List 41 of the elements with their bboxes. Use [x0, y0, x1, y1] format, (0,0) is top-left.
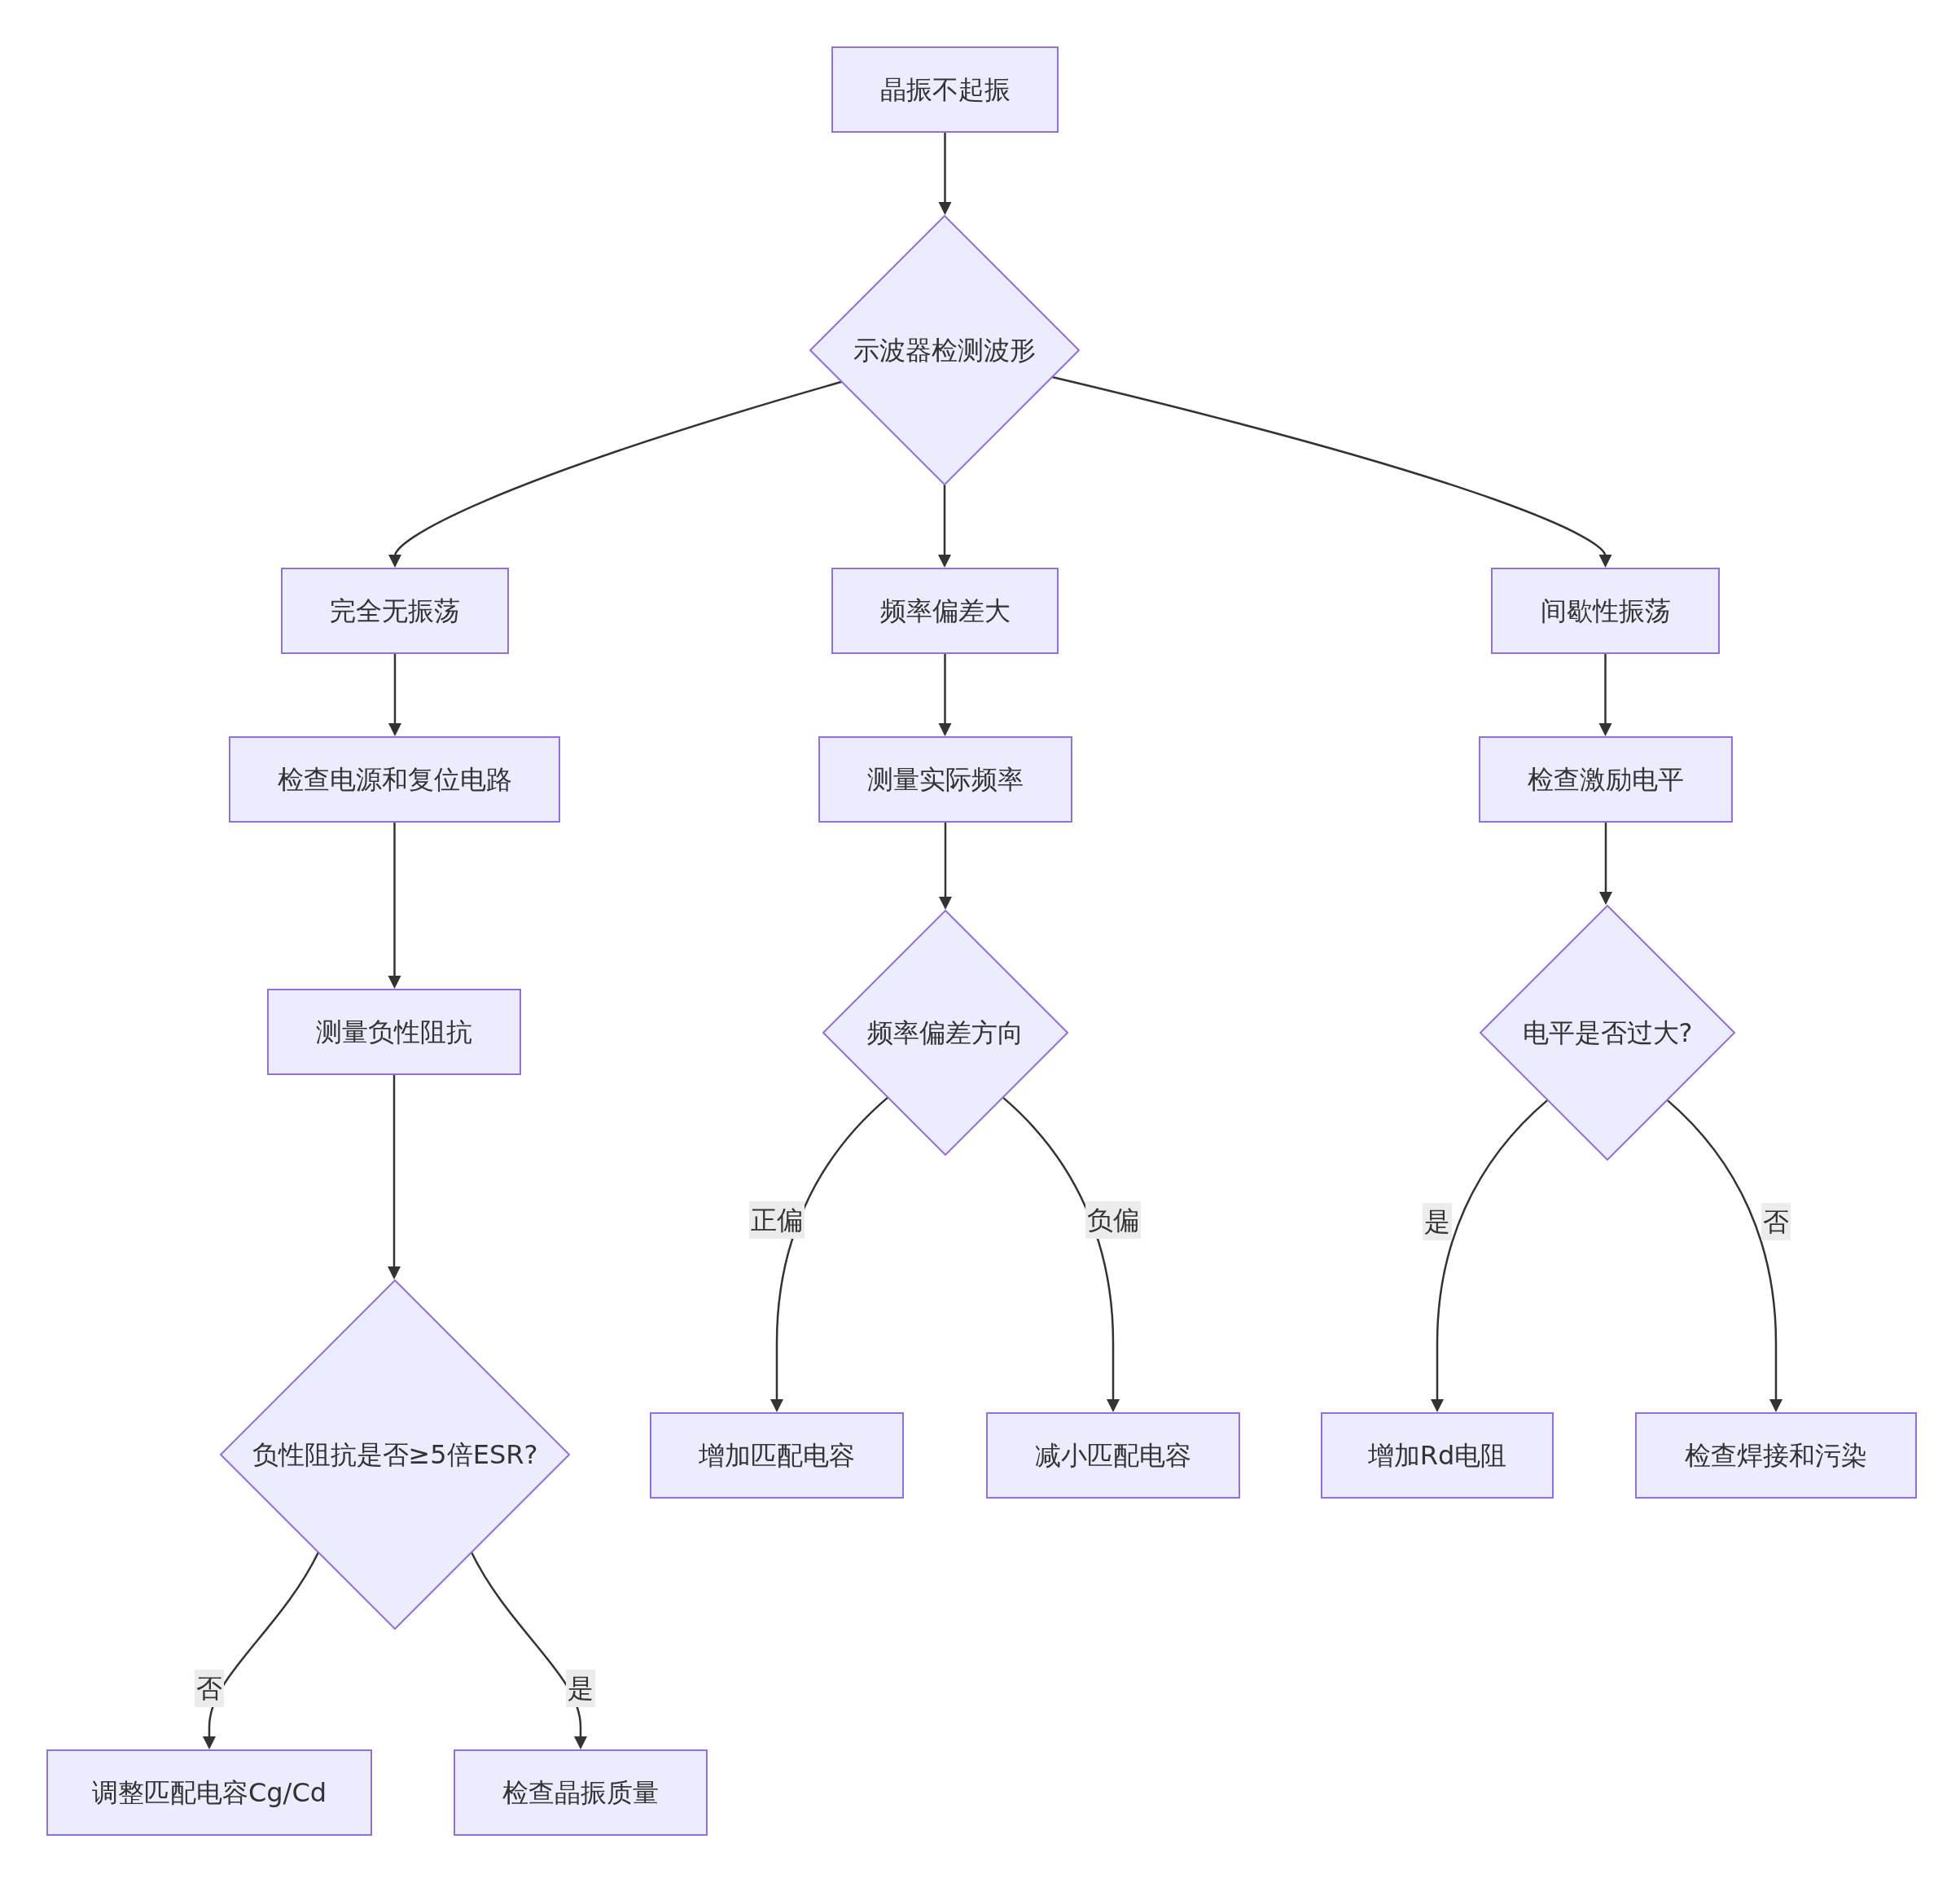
edge-label: 是 [566, 1669, 595, 1707]
process-box: 增加Rd电阻 [1321, 1412, 1554, 1499]
process-box: 减小匹配电容 [986, 1412, 1240, 1499]
process-box: 测量负性阻抗 [267, 989, 521, 1075]
arrow [1665, 1099, 1782, 1412]
arrow [1431, 1099, 1550, 1412]
arrow [388, 653, 401, 736]
arrow [938, 485, 951, 568]
process-box: 增加匹配电容 [650, 1412, 904, 1499]
decision-diamond: 负性阻抗是否≥5倍ESR? [220, 1279, 570, 1630]
process-box: 检查焊接和污染 [1635, 1412, 1917, 1499]
process-box: 调整匹配电容Cg/Cd [46, 1749, 372, 1836]
arrow [1002, 1096, 1120, 1412]
process-box: 晶振不起振 [831, 46, 1059, 133]
arrow [770, 1096, 889, 1412]
process-box: 测量实际频率 [818, 736, 1072, 823]
process-box: 检查晶振质量 [454, 1749, 708, 1836]
arrow [388, 822, 401, 989]
process-box: 频率偏差大 [831, 568, 1059, 654]
edge-label: 正偏 [749, 1200, 805, 1239]
process-box: 检查电源和复位电路 [229, 736, 560, 823]
process-box: 检查激励电平 [1479, 736, 1733, 823]
edge-label: 是 [1423, 1202, 1452, 1240]
arrow [938, 132, 952, 215]
arrow [1051, 375, 1612, 568]
decision-diamond: 示波器检测波形 [809, 215, 1080, 485]
decision-diamond: 频率偏差方向 [822, 910, 1068, 1156]
arrow [939, 822, 952, 910]
process-box: 间歇性振荡 [1491, 568, 1720, 654]
process-box: 完全无振荡 [281, 568, 509, 654]
decision-diamond: 电平是否过大? [1480, 905, 1735, 1161]
edge-label: 负偏 [1085, 1200, 1141, 1239]
edge-label: 否 [1761, 1202, 1791, 1240]
arrow [203, 1551, 320, 1749]
arrow [470, 1551, 587, 1749]
arrow [388, 380, 843, 568]
edge-label: 否 [195, 1669, 224, 1707]
arrow [1599, 822, 1612, 905]
arrow [1598, 653, 1612, 736]
arrow [938, 653, 952, 736]
arrow [388, 1074, 401, 1279]
